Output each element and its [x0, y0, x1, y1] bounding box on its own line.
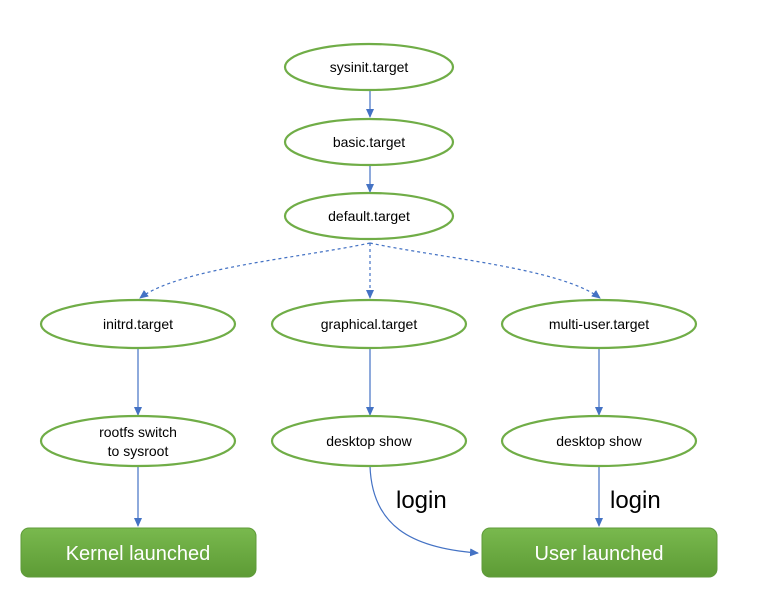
node-desktop-show-graphical: desktop show: [270, 414, 468, 468]
login-label-left: login: [396, 487, 447, 514]
edge-default-initrd: [139, 242, 371, 299]
node-basic-label: basic.target: [333, 134, 405, 150]
node-basic-target: basic.target: [283, 117, 455, 167]
node-initrd-target: initrd.target: [39, 298, 237, 350]
node-sysinit-target: sysinit.target: [283, 42, 455, 92]
login-label-right: login: [610, 487, 661, 514]
edges: [134, 90, 603, 557]
node-desktop-graphical-label: desktop show: [326, 433, 412, 449]
kernel-launched-box: Kernel launched: [20, 527, 257, 578]
user-launched-box: User launched: [481, 527, 718, 578]
node-sysinit-label: sysinit.target: [330, 59, 409, 75]
edge-default-multiuser: [369, 242, 601, 299]
node-graphical-label: graphical.target: [321, 316, 418, 332]
user-launched-label: User launched: [535, 543, 664, 565]
node-rootfs-switch: rootfs switch to sysroot: [39, 414, 237, 468]
node-desktop-multiuser-label: desktop show: [556, 433, 642, 449]
node-default-target: default.target: [283, 191, 455, 241]
node-rootfs-label-line2: to sysroot: [108, 443, 169, 459]
node-multiuser-target: multi-user.target: [500, 298, 698, 350]
node-default-label: default.target: [328, 208, 410, 224]
node-desktop-show-multiuser: desktop show: [500, 414, 698, 468]
node-multiuser-label: multi-user.target: [549, 316, 649, 332]
nodes: sysinit.target basic.target default.targ…: [39, 42, 698, 468]
edge-graphical-desktop-user: [369, 465, 479, 557]
node-graphical-target: graphical.target: [270, 298, 468, 350]
node-rootfs-label-line1: rootfs switch: [99, 424, 177, 440]
node-initrd-label: initrd.target: [103, 316, 173, 332]
kernel-launched-label: Kernel launched: [66, 543, 211, 565]
